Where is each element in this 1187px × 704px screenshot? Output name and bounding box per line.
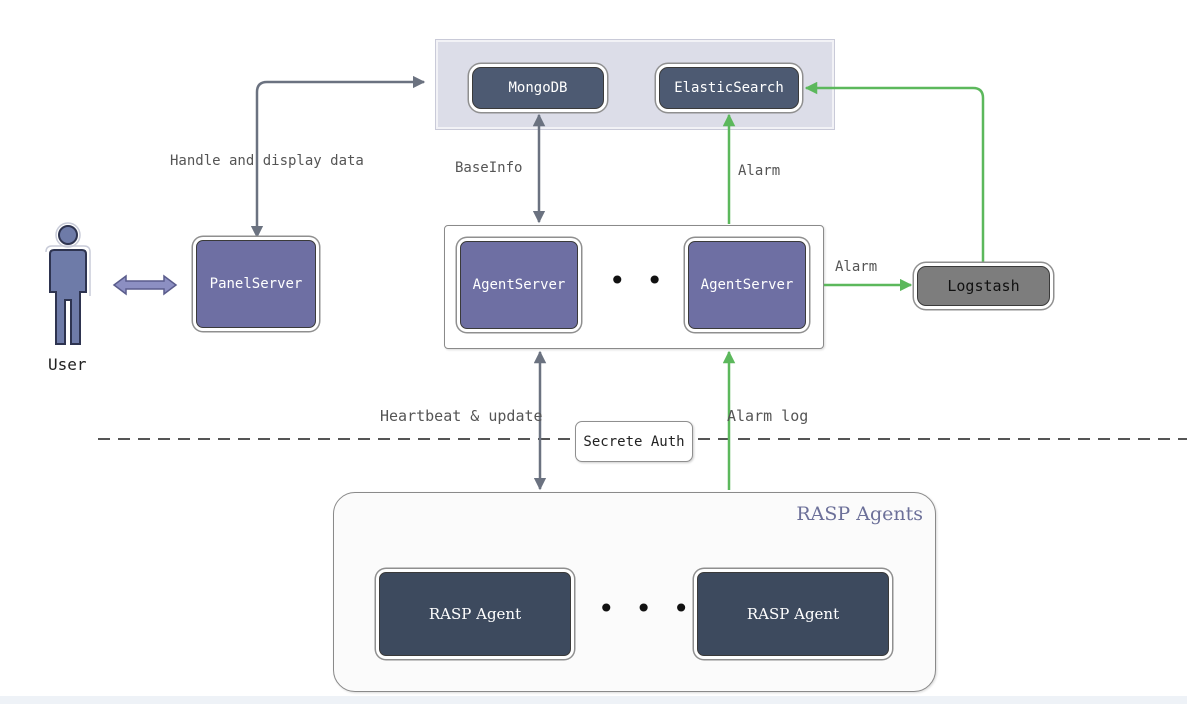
baseinfo-edge-label: BaseInfo xyxy=(455,160,523,176)
user-icon xyxy=(45,222,91,345)
panel-server-node: PanelServer xyxy=(196,240,316,328)
mongodb-node: MongoDB xyxy=(472,67,604,109)
logstash-es-arrow xyxy=(804,81,985,263)
user-panel-double-arrow xyxy=(112,274,178,296)
agent-server-node-1: AgentServer xyxy=(460,241,578,329)
logstash-node: Logstash xyxy=(917,266,1050,306)
alarm-es-edge-label: Alarm xyxy=(738,163,781,179)
secrete-auth-node: Secrete Auth xyxy=(575,421,693,462)
agent-server-ellipsis: • • • xyxy=(609,264,707,297)
alarm-log-edge-label: Alarm log xyxy=(727,407,809,425)
user-label: User xyxy=(48,355,87,374)
rasp-agents-title: RASP Agents xyxy=(796,503,923,525)
bottom-strip xyxy=(0,696,1187,704)
rasp-agent-node-2: RASP Agent xyxy=(697,572,889,656)
rasp-agent-node-1: RASP Agent xyxy=(379,572,571,656)
rasp-agent-ellipsis: • • • xyxy=(598,592,696,625)
panel-db-arrow xyxy=(250,75,426,239)
agent-server-node-2: AgentServer xyxy=(688,241,806,329)
elasticsearch-node: ElasticSearch xyxy=(659,67,799,109)
alarm-logstash-edge-label: Alarm xyxy=(835,259,878,275)
heartbeat-edge-label: Heartbeat & update xyxy=(380,407,543,425)
panel-db-edge-label: Handle and display data xyxy=(170,153,364,169)
